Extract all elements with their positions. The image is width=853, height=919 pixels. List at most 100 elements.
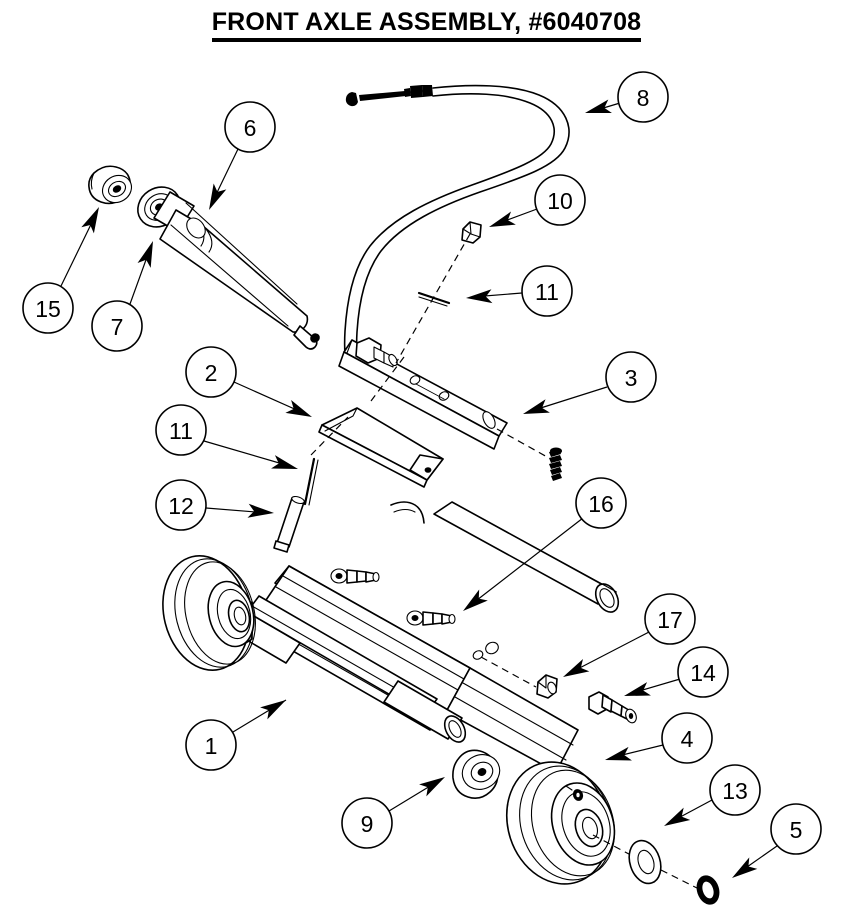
callout-number: 5 [790,817,803,843]
callout-axle-bolt[interactable]: 14 [622,646,729,703]
callout-number: 11 [169,418,193,444]
callout-cable-mount-bracket[interactable]: 3 [521,351,657,421]
callout-bubble[interactable] [224,101,276,153]
axle-bolt-part [588,691,637,724]
callout-hex-nut[interactable]: 10 [487,174,586,234]
callout-bubble[interactable] [534,174,586,226]
leader-arrowhead [81,207,99,234]
cotter-pin-upper-part [417,291,451,307]
leader-arrowhead [664,807,691,826]
leader-arrowhead [624,682,651,696]
page-title: FRONT AXLE ASSEMBLY, #6040708 [0,8,853,42]
leader-arrowhead [137,241,153,268]
callout-bubble[interactable] [341,797,393,849]
callout-bubble[interactable] [521,265,573,317]
callout-bubble[interactable] [644,593,696,645]
callout-flange-bearing[interactable]: 9 [341,771,449,849]
callout-wheel-and-tire-right[interactable]: 4 [603,712,713,767]
shock-body [153,191,320,350]
callout-shock-absorber[interactable]: 6 [203,101,276,213]
leader-line [203,440,294,468]
callout-shock-bushing-lower[interactable]: 7 [91,239,160,352]
callout-clevis-pin[interactable]: 12 [155,479,275,531]
brake-cable-part [343,84,570,369]
callout-grease-fitting[interactable]: 16 [459,477,627,617]
callout-bubble[interactable] [617,71,669,123]
lock-nut-part [536,674,558,699]
assembly-axis-bracket-stud [496,428,550,459]
wheel-left-part [162,555,256,671]
callout-cotter-pin-upper[interactable]: 11 [466,265,573,317]
flange-bearing-part [452,749,501,799]
assembly-axis-axle-3 [660,869,704,892]
leader-arrowhead [489,211,516,227]
callout-bubble[interactable] [575,477,627,529]
callout-number: 8 [637,85,650,111]
callout-bubble[interactable] [605,351,657,403]
callout-number: 11 [535,279,559,305]
callout-number: 15 [35,296,61,322]
callout-lock-nut[interactable]: 17 [560,593,696,683]
callout-bubble[interactable] [709,764,761,816]
callout-bubble[interactable] [185,719,237,771]
leader-line [567,631,650,675]
callout-bubble[interactable] [22,282,74,334]
leader-arrowhead [463,589,488,611]
shock-absorber-part [88,165,320,350]
leader-arrowhead [271,455,298,469]
assembly-axis-plate [310,416,349,456]
assembly-axis-axle-1 [480,656,537,688]
leader-arrowhead [605,746,632,761]
leader-arrowhead [209,183,227,210]
callout-bubble[interactable] [155,479,207,531]
callout-bubble[interactable] [661,712,713,764]
cable-mount-bracket-part [338,337,508,450]
callout-number: 1 [205,733,218,759]
callout-bubble[interactable] [185,346,237,398]
grease-fitting-lower-part [406,610,456,626]
leader-arrowhead [466,289,493,304]
assembly-axis-plate-2 [370,356,405,402]
leader-arrowhead [563,658,590,677]
callout-mounting-plate[interactable]: 2 [185,346,315,423]
cotter-pin-lower-part [303,457,319,506]
leader-arrowhead [585,99,612,114]
callout-number: 10 [547,188,573,214]
callout-axle-frame-weldment[interactable]: 1 [185,694,290,771]
flat-washer-part [628,839,662,885]
page-title-text: FRONT AXLE ASSEMBLY, #6040708 [211,8,642,42]
callout-bubble[interactable] [677,646,729,698]
retaining-ring-part [696,875,720,905]
leader-arrowhead [523,399,550,414]
callout-number: 2 [205,360,218,386]
callout-cotter-pin-lower[interactable]: 11 [155,404,300,476]
callout-number: 6 [244,115,257,141]
leader-line [467,517,584,608]
callout-number: 3 [625,365,638,391]
leader-arrowhead [732,857,758,878]
leader-arrowhead [247,503,274,518]
leader-arrowhead [260,700,286,720]
callout-retaining-ring[interactable]: 5 [728,803,822,884]
callout-number: 14 [690,660,716,686]
callout-number: 9 [361,811,374,837]
callout-shock-bushing-upper[interactable]: 15 [22,204,105,334]
mounting-plate-part [318,407,444,524]
callout-bubble[interactable] [155,404,207,456]
callout-brake-cable[interactable]: 8 [583,71,669,123]
callout-number: 16 [588,491,614,517]
callout-flat-washer[interactable]: 13 [661,764,761,832]
callout-bubble[interactable] [91,300,143,352]
callout-number: 13 [722,778,748,804]
callout-number: 17 [657,607,683,633]
hex-nut-part [461,221,482,244]
callout-number: 7 [111,314,124,340]
axle-frame-weldment-part [232,501,620,773]
leader-arrowhead [419,777,445,797]
callout-bubble[interactable] [770,803,822,855]
wheel-right-part [505,761,616,885]
shock-bushing-upper-part [88,165,133,205]
